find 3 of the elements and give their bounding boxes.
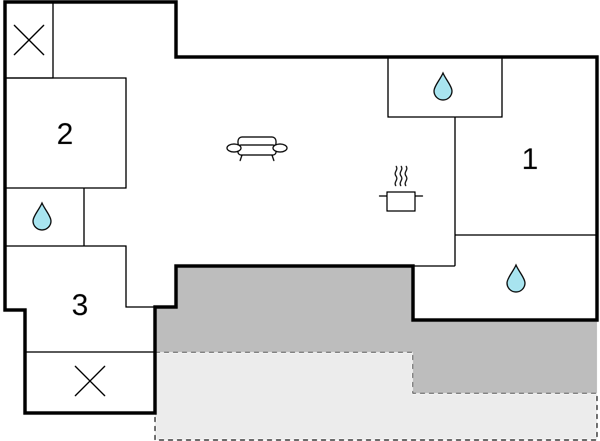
- room-number: 3: [72, 290, 88, 320]
- room-number: 1: [522, 145, 538, 175]
- room-number: 2: [56, 120, 74, 150]
